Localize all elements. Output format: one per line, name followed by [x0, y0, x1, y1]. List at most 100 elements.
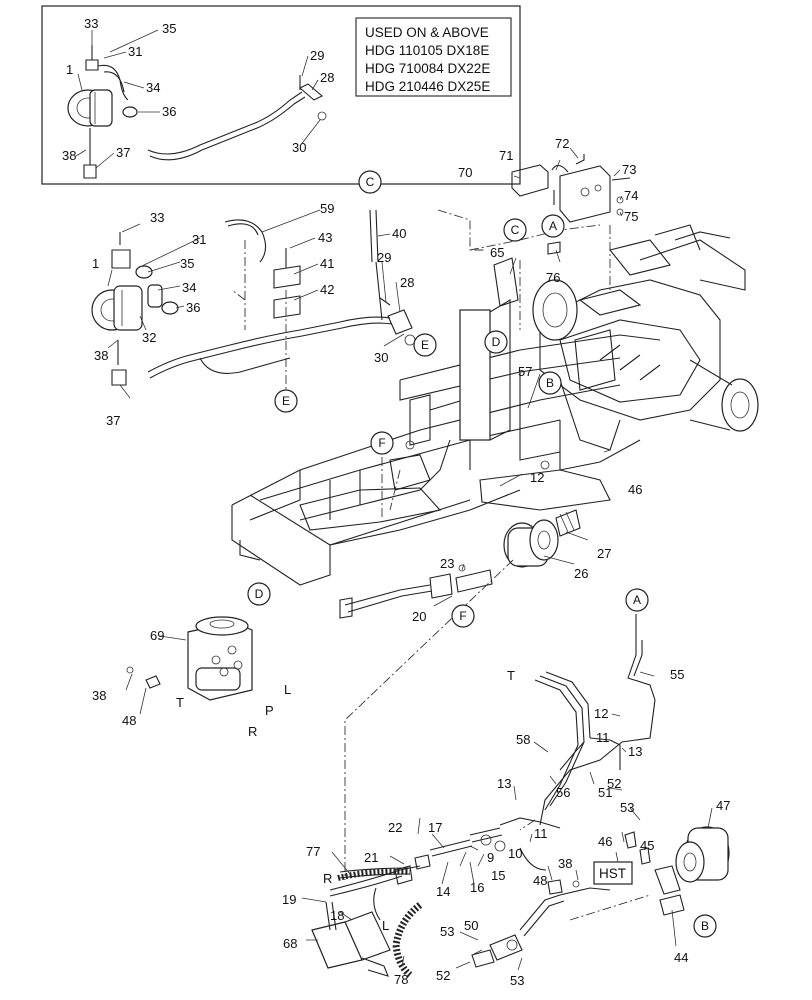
- inset-pump: [67, 89, 113, 127]
- svg-text:E: E: [282, 394, 290, 408]
- inset-note-line-4: HDG 210446 DX25E: [365, 79, 490, 94]
- svg-text:E: E: [421, 338, 429, 352]
- label-38: 38: [94, 348, 108, 363]
- label-44: 44: [674, 950, 688, 965]
- callout-c-top: C: [358, 170, 382, 194]
- label-59: 59: [320, 201, 334, 216]
- label-42: 42: [320, 282, 334, 297]
- callout-d-left: D: [247, 582, 271, 606]
- label-30: 30: [374, 350, 388, 365]
- label-30: 30: [292, 140, 306, 155]
- label-33: 33: [150, 210, 164, 225]
- label-22: 22: [388, 820, 402, 835]
- label-1: 1: [66, 62, 73, 77]
- line-label-t: T: [507, 668, 515, 683]
- label-50: 50: [464, 918, 478, 933]
- hydraulic-pump: [91, 232, 179, 386]
- tractor-frame: [231, 257, 661, 586]
- callout-e-a: E: [413, 333, 437, 357]
- label-23: 23: [440, 556, 454, 571]
- label-53: 53: [620, 800, 634, 815]
- inset-note-line-2: HDG 110105 DX18E: [365, 43, 489, 58]
- label-29: 29: [310, 48, 324, 63]
- callout-d-mid: D: [484, 330, 508, 354]
- label-38b: 38: [92, 688, 106, 703]
- label-37: 37: [116, 145, 130, 160]
- label-48b: 48: [533, 873, 547, 888]
- label-28: 28: [400, 275, 414, 290]
- port-label-t: T: [176, 695, 184, 710]
- label-17: 17: [428, 820, 442, 835]
- label-12b: 12: [594, 706, 608, 721]
- steering-unit: [126, 616, 253, 701]
- label-12: 12: [530, 470, 544, 485]
- label-21: 21: [364, 850, 378, 865]
- label-9: 9: [487, 850, 494, 865]
- label-14: 14: [436, 884, 450, 899]
- label-36: 36: [186, 300, 200, 315]
- label-28: 28: [320, 70, 334, 85]
- reference-lines: [231, 209, 651, 921]
- label-46b: 46: [598, 834, 612, 849]
- label-70: 70: [458, 165, 472, 180]
- label-37: 37: [106, 413, 120, 428]
- label-1: 1: [92, 256, 99, 271]
- label-56: 56: [556, 785, 570, 800]
- callout-c-mid: C: [503, 218, 527, 242]
- label-78: 78: [394, 972, 408, 987]
- label-72: 72: [555, 136, 569, 151]
- label-33: 33: [84, 16, 98, 31]
- label-29: 29: [377, 250, 391, 265]
- label-13b: 13: [497, 776, 511, 791]
- label-31: 31: [128, 44, 142, 59]
- callout-f-mid: F: [370, 431, 394, 455]
- label-36: 36: [162, 104, 176, 119]
- hose-77: [337, 868, 411, 881]
- label-13: 13: [628, 744, 642, 759]
- hose-assembly-20: [339, 564, 493, 619]
- label-52b: 52: [436, 968, 450, 983]
- inset-note-box: [355, 17, 512, 97]
- label-71: 71: [499, 148, 513, 163]
- inset-panel: USED ON & ABOVE HDG 110105 DX18E HDG 710…: [41, 5, 521, 185]
- label-11b: 11: [534, 826, 548, 841]
- label-35: 35: [162, 21, 176, 36]
- label-11: 11: [596, 730, 610, 745]
- label-47: 47: [716, 798, 730, 813]
- callout-f-low: F: [451, 604, 475, 628]
- label-51: 51: [598, 785, 612, 800]
- line-label-r: R: [323, 871, 332, 886]
- svg-text:D: D: [255, 587, 264, 601]
- label-43: 43: [318, 230, 332, 245]
- port-label-p: P: [265, 703, 274, 718]
- svg-text:F: F: [459, 609, 466, 623]
- inset-note-line-3: HDG 710084 DX22E: [365, 61, 490, 76]
- label-27: 27: [597, 546, 611, 561]
- label-48: 48: [122, 713, 136, 728]
- column-plate: [459, 309, 491, 441]
- label-41: 41: [320, 256, 334, 271]
- inset-note-line-1: USED ON & ABOVE: [365, 25, 489, 40]
- label-34: 34: [146, 80, 160, 95]
- label-73: 73: [622, 162, 636, 177]
- svg-text:B: B: [546, 376, 554, 390]
- svg-text:A: A: [549, 219, 557, 233]
- label-38c: 38: [558, 856, 572, 871]
- callout-a-top: A: [541, 214, 565, 238]
- label-53c: 53: [510, 973, 524, 988]
- label-32: 32: [142, 330, 156, 345]
- svg-text:A: A: [633, 593, 641, 607]
- label-77: 77: [306, 844, 320, 859]
- label-19: 19: [282, 892, 296, 907]
- label-16: 16: [470, 880, 484, 895]
- label-65: 65: [490, 245, 504, 260]
- label-40: 40: [392, 226, 406, 241]
- label-57: 57: [518, 364, 532, 379]
- callout-a-right: A: [625, 588, 649, 612]
- label-31: 31: [192, 232, 206, 247]
- svg-text:C: C: [511, 223, 520, 237]
- callout-b-low: B: [693, 914, 717, 938]
- label-53b: 53: [440, 924, 454, 939]
- label-46: 46: [628, 482, 642, 497]
